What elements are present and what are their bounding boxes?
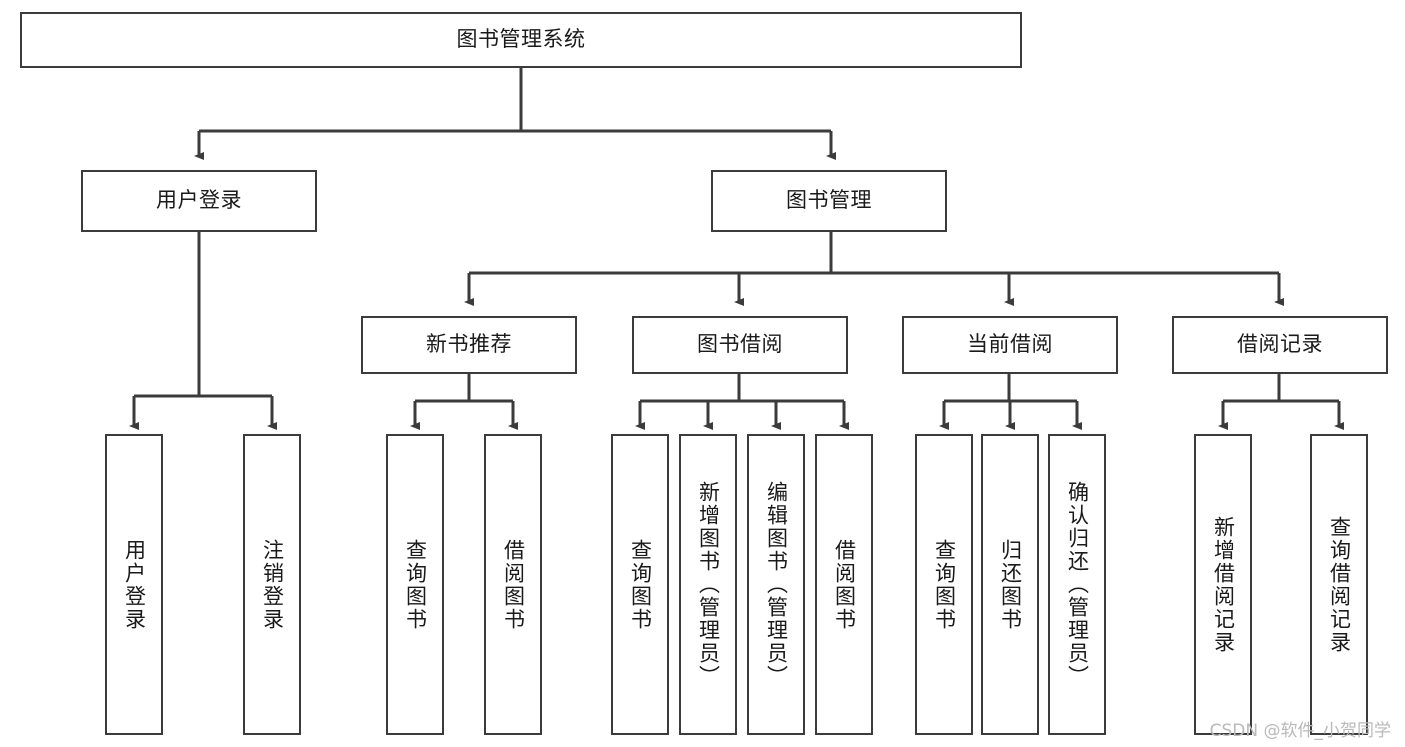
leaf-borrow-book-2[interactable]: 借阅图书 bbox=[815, 434, 873, 735]
leaf-confirm-return-label: 确认归还（管理员） bbox=[1065, 481, 1090, 688]
leaf-borrow-book-1[interactable]: 借阅图书 bbox=[484, 434, 542, 735]
leaf-query-book-1[interactable]: 查询图书 bbox=[386, 434, 444, 735]
node-book-management-label: 图书管理 bbox=[786, 188, 872, 213]
node-root[interactable]: 图书管理系统 bbox=[20, 12, 1022, 68]
node-borrow-record[interactable]: 借阅记录 bbox=[1172, 316, 1388, 374]
leaf-edit-book[interactable]: 编辑图书（管理员） bbox=[747, 434, 805, 735]
leaf-query-book-3[interactable]: 查询图书 bbox=[915, 434, 973, 735]
node-book-borrow-label: 图书借阅 bbox=[697, 332, 783, 357]
leaf-edit-book-label: 编辑图书（管理员） bbox=[764, 481, 789, 688]
leaf-query-record[interactable]: 查询借阅记录 bbox=[1310, 434, 1368, 735]
leaf-query-book-1-label: 查询图书 bbox=[403, 538, 428, 631]
leaf-borrow-book-1-label: 借阅图书 bbox=[501, 538, 526, 631]
leaf-user-login-label: 用户登录 bbox=[122, 538, 147, 631]
leaf-add-book[interactable]: 新增图书（管理员） bbox=[679, 434, 737, 735]
leaf-borrow-book-2-label: 借阅图书 bbox=[832, 538, 857, 631]
leaf-logout-label: 注销登录 bbox=[260, 538, 285, 631]
leaf-add-record-label: 新增借阅记录 bbox=[1211, 515, 1236, 654]
node-book-management[interactable]: 图书管理 bbox=[711, 170, 947, 232]
node-user-login-label: 用户登录 bbox=[156, 188, 242, 213]
node-user-login[interactable]: 用户登录 bbox=[81, 170, 317, 232]
node-current-borrow[interactable]: 当前借阅 bbox=[902, 316, 1118, 374]
leaf-query-book-2[interactable]: 查询图书 bbox=[611, 434, 669, 735]
leaf-logout[interactable]: 注销登录 bbox=[243, 434, 301, 735]
node-borrow-record-label: 借阅记录 bbox=[1237, 332, 1323, 357]
leaf-add-record[interactable]: 新增借阅记录 bbox=[1194, 434, 1252, 735]
node-root-label: 图书管理系统 bbox=[456, 27, 586, 52]
leaf-add-book-label: 新增图书（管理员） bbox=[696, 481, 721, 688]
leaf-user-login[interactable]: 用户登录 bbox=[105, 434, 163, 735]
leaf-query-record-label: 查询借阅记录 bbox=[1327, 515, 1352, 654]
leaf-confirm-return[interactable]: 确认归还（管理员） bbox=[1048, 434, 1106, 735]
node-new-book-recommend-label: 新书推荐 bbox=[426, 332, 512, 357]
leaf-query-book-2-label: 查询图书 bbox=[628, 538, 653, 631]
leaf-query-book-3-label: 查询图书 bbox=[932, 538, 957, 631]
node-book-borrow[interactable]: 图书借阅 bbox=[632, 316, 848, 374]
node-current-borrow-label: 当前借阅 bbox=[967, 332, 1053, 357]
leaf-return-book[interactable]: 归还图书 bbox=[981, 434, 1039, 735]
leaf-return-book-label: 归还图书 bbox=[998, 538, 1023, 631]
node-new-book-recommend[interactable]: 新书推荐 bbox=[361, 316, 577, 374]
